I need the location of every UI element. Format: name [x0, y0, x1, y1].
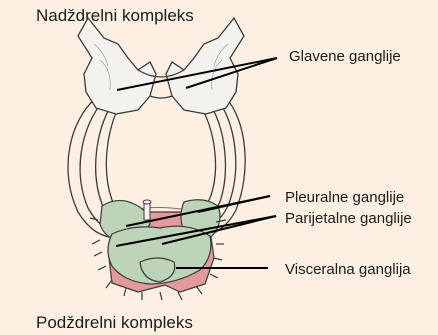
subesophageal-complex-title: Podždrelni kompleks: [36, 313, 193, 333]
central-stalk: [143, 200, 151, 220]
label-parietal-ganglia: Parijetalne ganglije: [285, 210, 412, 227]
label-cerebral-ganglia: Glavene ganglije: [289, 48, 401, 65]
label-visceral-ganglion: Visceralna ganglija: [285, 261, 411, 278]
label-pleural-ganglia: Pleuralne ganglije: [285, 189, 404, 206]
cerebral-ganglia: [78, 18, 244, 114]
